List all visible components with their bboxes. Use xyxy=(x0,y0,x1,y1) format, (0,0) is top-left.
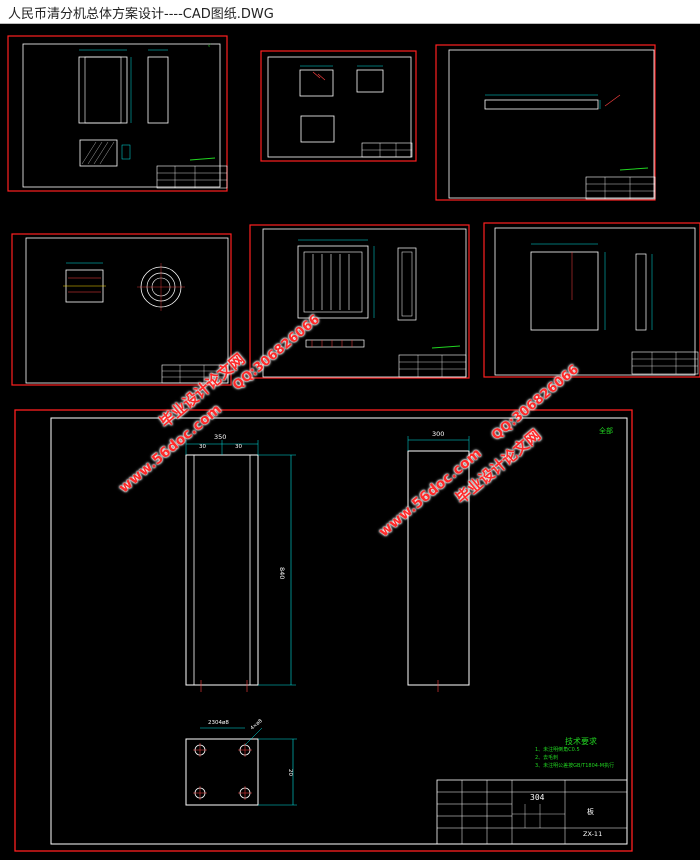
title-part-label: 板 xyxy=(587,807,594,816)
window-title: 人民币清分机总体方案设计----CAD图纸.DWG xyxy=(8,7,274,22)
tech-note-3: 3、未注明公差按GB/T1804-M执行 xyxy=(535,762,614,769)
sheet-2[interactable] xyxy=(260,50,417,162)
dim-plate-height: 20 xyxy=(287,769,293,776)
sheet-1[interactable]: √ xyxy=(7,35,228,192)
sheet-3[interactable] xyxy=(435,44,656,201)
main-sheet[interactable]: 350 30 30 840 300 2304ø8 xyxy=(14,409,633,852)
sheet-5[interactable] xyxy=(249,224,470,379)
title-block: 304 板 ZX-11 xyxy=(436,779,628,845)
dim-width-300: 300 xyxy=(432,430,444,438)
title-material: 304 xyxy=(530,793,545,802)
dim-left-offset-b: 30 xyxy=(235,444,242,450)
tech-title: 技术要求 xyxy=(565,736,597,746)
technical-requirements: 技术要求 1、未注明倒角C0.5 2、去毛刺 3、未注明公差按GB/T1804-… xyxy=(535,736,614,769)
cad-drawing[interactable]: √ xyxy=(0,24,700,860)
surface-finish-mark: 全部 xyxy=(599,426,613,435)
dim-left-offset-a: 30 xyxy=(199,444,206,450)
window-title-bar: 人民币清分机总体方案设计----CAD图纸.DWG xyxy=(0,0,700,24)
sheet-4[interactable] xyxy=(11,233,232,386)
side-view[interactable]: 300 xyxy=(407,430,470,692)
front-view[interactable]: 350 30 30 840 xyxy=(185,433,296,692)
title-drawing-number: ZX-11 xyxy=(583,830,602,838)
svg-text:√: √ xyxy=(208,43,211,48)
dim-hole-spacing: 2304ø8 xyxy=(208,720,229,726)
tech-note-2: 2、去毛刺 xyxy=(535,754,558,761)
sheet-6[interactable] xyxy=(483,222,700,378)
dim-hole-diameter: 4×ø8 xyxy=(249,718,263,731)
tech-note-1: 1、未注明倒角C0.5 xyxy=(535,746,580,753)
cad-canvas[interactable]: √ xyxy=(0,24,700,860)
bottom-plate-view[interactable]: 2304ø8 4×ø8 20 xyxy=(185,718,297,806)
dim-width-350: 350 xyxy=(214,433,226,441)
dim-height-840: 840 xyxy=(278,567,286,579)
